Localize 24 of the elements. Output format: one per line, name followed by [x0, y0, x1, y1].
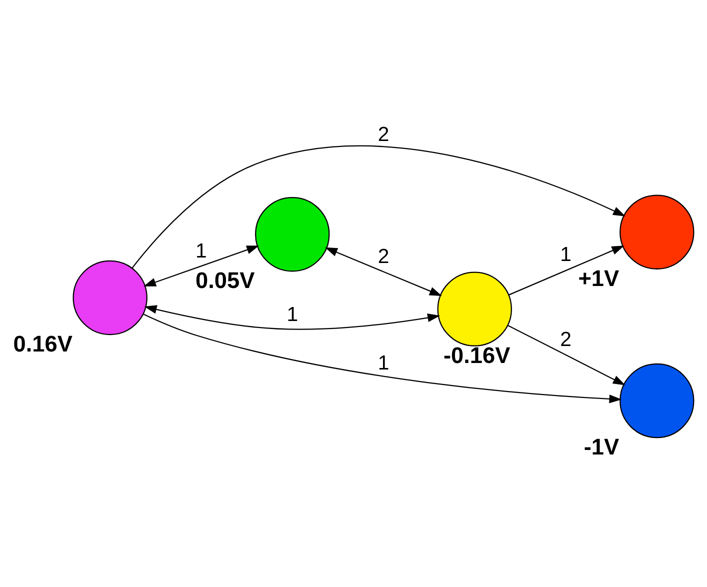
node-circle — [437, 272, 512, 346]
edge-label: 1 — [196, 240, 207, 262]
node-circle — [620, 194, 694, 270]
node-circle — [255, 196, 330, 272]
edge-label: 2 — [560, 328, 572, 351]
arrow — [143, 246, 260, 286]
node-label: +1V — [578, 266, 620, 291]
arrow — [144, 305, 440, 330]
arrow — [508, 324, 626, 386]
node-circle — [72, 260, 148, 336]
arrow — [143, 314, 622, 404]
edge-label: 1 — [286, 304, 298, 326]
node-circle — [620, 363, 694, 438]
edge-label: 2 — [378, 246, 390, 268]
node-label: 0.16V — [13, 332, 72, 357]
node-label: 0.05V — [196, 268, 255, 294]
node-label: -0.16V — [444, 342, 510, 368]
edge-label: 2 — [378, 124, 390, 146]
arrow — [132, 145, 626, 268]
arrow — [324, 247, 442, 296]
arrow — [508, 246, 624, 296]
edge-label: 1 — [560, 244, 572, 266]
node-label: -1V — [584, 434, 620, 460]
edge-label: 1 — [378, 352, 390, 375]
